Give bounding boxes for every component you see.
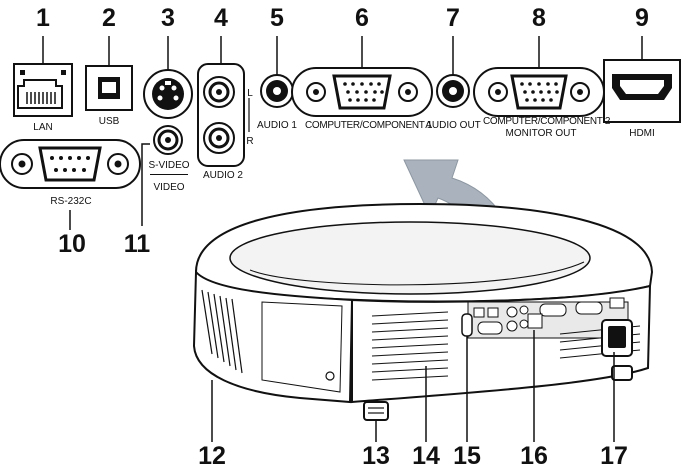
hdmi-port-icon (603, 36, 681, 123)
rs-232c-port-icon (0, 139, 141, 230)
callout-7: 7 (446, 4, 460, 32)
computer-2-port-icon (473, 36, 605, 117)
callout-5: 5 (270, 4, 284, 32)
rs-232c-label: RS-232C (50, 196, 92, 207)
callout-6: 6 (355, 4, 369, 32)
video-port-icon (141, 125, 183, 226)
callout-16: 16 (520, 442, 548, 470)
audio-r-label: R (246, 136, 254, 147)
audio-1-label: AUDIO 1 (256, 120, 297, 131)
callout-2: 2 (102, 4, 116, 32)
computer-component-1-label: COMPUTER/COMPONENT 1 (305, 120, 433, 131)
audio-2-label: AUDIO 2 (202, 170, 243, 181)
callout-11: 11 (123, 230, 151, 258)
s-video-label: S-VIDEO (148, 160, 190, 171)
s-video-port-icon (143, 36, 193, 119)
callout-3: 3 (161, 4, 175, 32)
callout-10: 10 (58, 230, 86, 258)
svideo-video-divider (150, 174, 188, 175)
usb-port-icon (85, 36, 133, 111)
callout-14: 14 (412, 442, 440, 470)
callout-12: 12 (198, 442, 226, 470)
callout-9: 9 (635, 4, 649, 32)
callout-13: 13 (362, 442, 390, 470)
audio-1-jack-icon (260, 36, 294, 108)
audio-l-label: L (247, 88, 253, 99)
callout-15: 15 (453, 442, 481, 470)
callout-8: 8 (532, 4, 546, 32)
callout-17: 17 (600, 442, 628, 470)
lan-port-icon (13, 36, 73, 117)
projector-body (192, 202, 654, 421)
monitor-out-label: MONITOR OUT (505, 128, 577, 139)
lan-label: LAN (33, 122, 53, 133)
callout-leaders (211, 330, 615, 442)
audio-out-label: AUDIO OUT (425, 120, 481, 131)
hdmi-label: HDMI (629, 128, 655, 139)
video-label: VIDEO (153, 182, 185, 193)
computer-component-2-label: COMPUTER/COMPONENT 2 (483, 116, 611, 127)
usb-label: USB (98, 116, 120, 127)
audio-2-port-icon (197, 36, 250, 167)
audio-out-jack-icon (436, 36, 470, 108)
callout-1: 1 (36, 4, 50, 32)
callout-4: 4 (214, 4, 228, 32)
computer-1-port-icon (291, 36, 433, 117)
